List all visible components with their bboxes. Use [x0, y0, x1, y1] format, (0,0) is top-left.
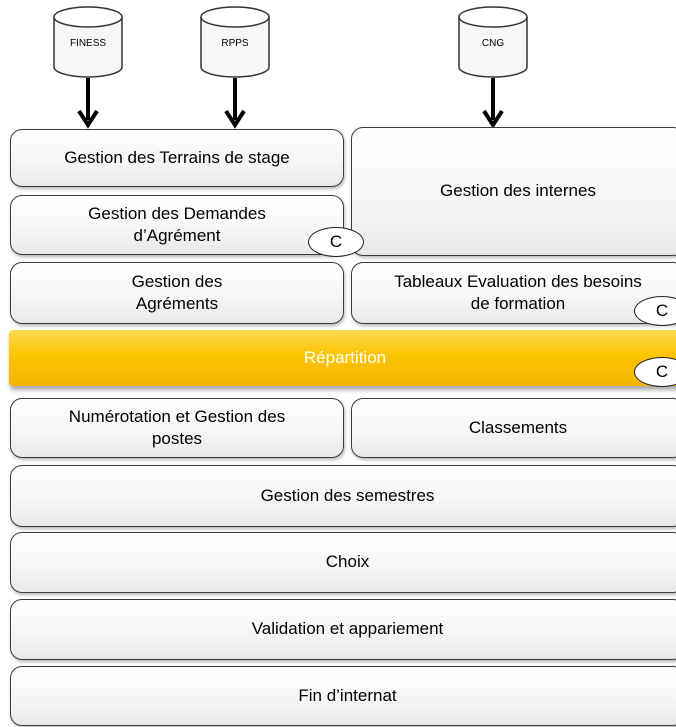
arrow-down-icon — [224, 78, 246, 129]
box-label-line2: postes — [151, 429, 203, 448]
arrow-down-icon — [77, 78, 99, 129]
box-label: Validation et appariement — [251, 619, 444, 639]
box-gestion-agrements: Gestion des Agréments — [10, 262, 344, 324]
database-label: FINESS — [69, 38, 107, 49]
database-label: CNG — [481, 38, 505, 49]
box-gestion-demandes: Gestion des Demandes d’Agrément — [10, 195, 344, 255]
box-tableaux-evaluation: Tableaux Evaluation des besoins de forma… — [351, 262, 676, 324]
box-label-line1: Numérotation et Gestion des — [68, 406, 286, 426]
database-rpps: RPPS — [199, 5, 271, 79]
badge-demandes: C — [308, 227, 364, 257]
box-fin-internat: Fin d’internat — [10, 666, 676, 726]
badge-tableaux: C — [634, 296, 676, 326]
box-label: Gestion des Terrains de stage — [64, 147, 290, 167]
box-label-line2: de formation — [470, 294, 566, 313]
box-label-line2: Agréments — [135, 294, 219, 313]
box-label-line1: Tableaux Evaluation des besoins — [394, 271, 642, 291]
box-label: Classements — [468, 417, 568, 437]
box-label-line2: d’Agrément — [133, 226, 221, 245]
database-finess: FINESS — [52, 5, 124, 79]
box-label: Choix — [325, 552, 370, 572]
box-label: Gestion des semestres — [260, 485, 435, 505]
database-icon — [53, 6, 123, 78]
box-label: Fin d’internat — [298, 685, 397, 705]
box-gestion-semestres: Gestion des semestres — [10, 465, 676, 527]
box-validation-appariement: Validation et appariement — [10, 599, 676, 660]
database-cng: CNG — [457, 5, 529, 79]
box-classements: Classements — [351, 398, 676, 458]
box-label-line1: Gestion des Demandes — [88, 203, 266, 223]
arrow-down-icon — [482, 78, 504, 129]
repartition-bar: Répartition — [9, 330, 676, 386]
box-gestion-internes: Gestion des internes — [351, 127, 676, 256]
database-icon — [458, 6, 528, 78]
badge-repartition: C — [634, 357, 676, 387]
database-icon — [200, 6, 270, 78]
box-numerotation-postes: Numérotation et Gestion des postes — [10, 398, 344, 458]
database-label: RPPS — [221, 38, 249, 49]
box-choix: Choix — [10, 532, 676, 593]
repartition-label: Répartition — [303, 348, 387, 367]
box-gestion-terrains: Gestion des Terrains de stage — [10, 129, 344, 187]
box-label-line1: Gestion des — [131, 271, 223, 291]
box-label: Gestion des internes — [440, 181, 596, 201]
